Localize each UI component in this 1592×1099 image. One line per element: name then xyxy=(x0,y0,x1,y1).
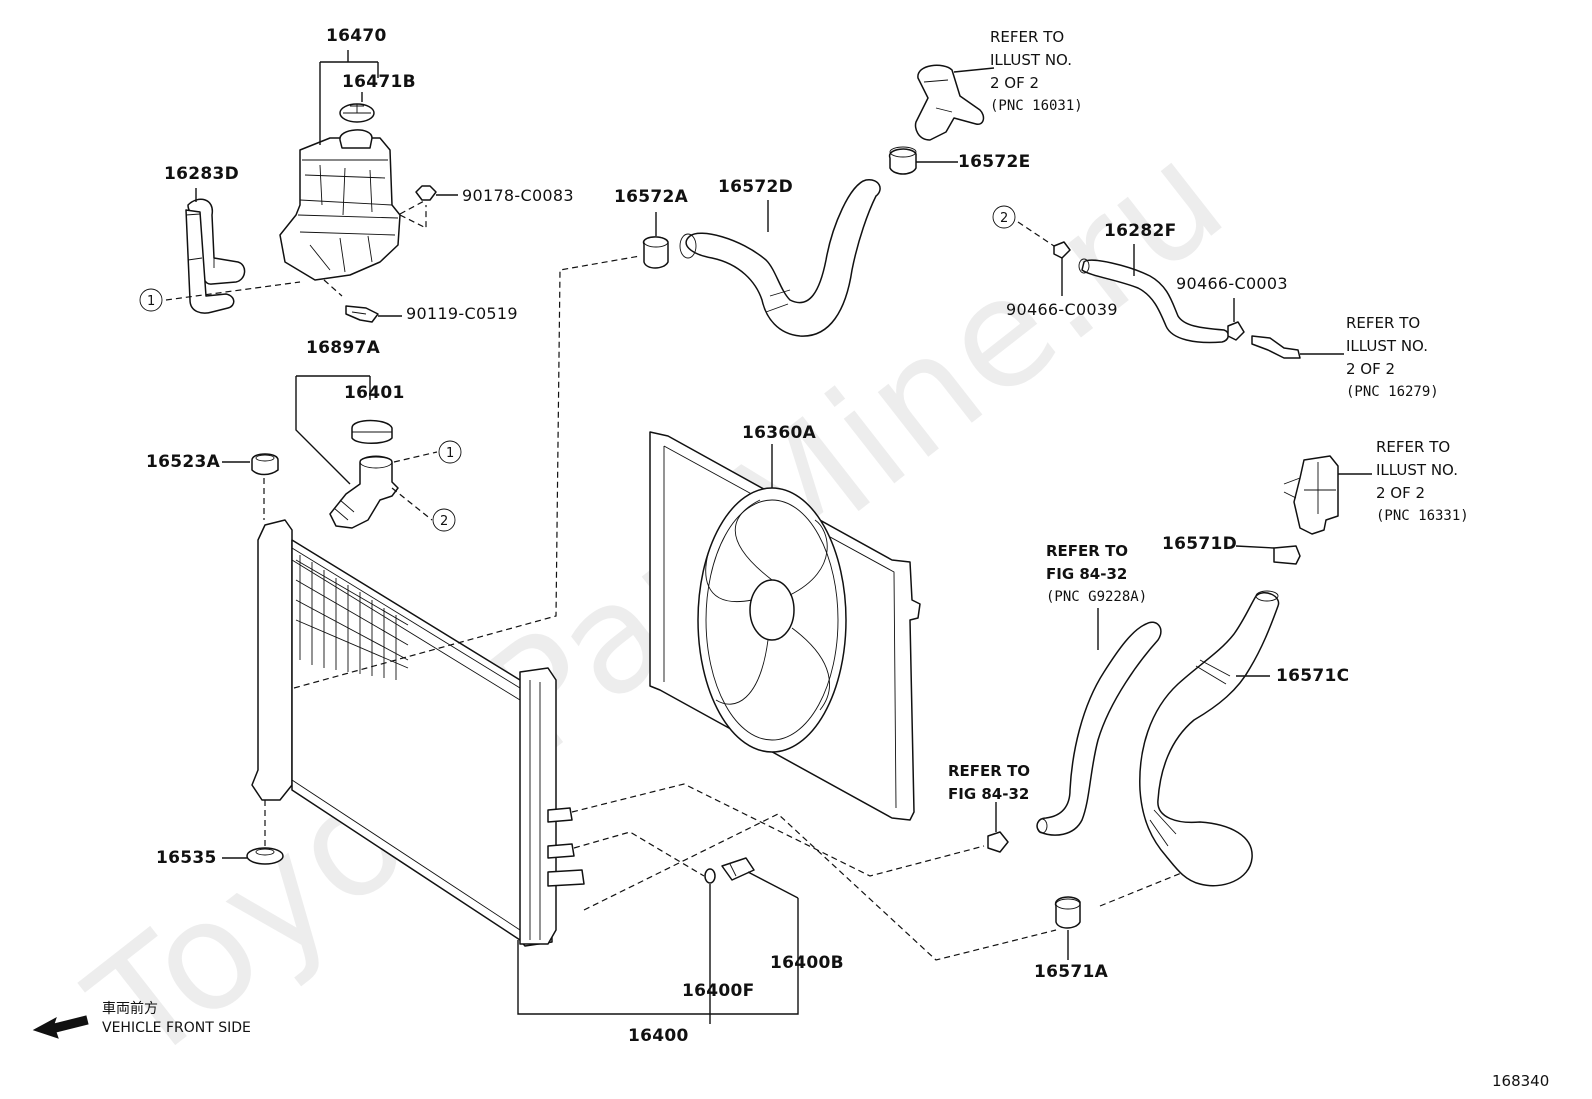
label-16571C: 16571C xyxy=(1276,666,1350,686)
hose-clamp-16572A xyxy=(642,236,669,269)
lower-hose xyxy=(1139,590,1280,887)
label-16470: 16470 xyxy=(326,26,387,46)
clip-90466-C0039 xyxy=(1053,241,1071,259)
front-side-japanese: 車両前方 xyxy=(102,1001,158,1017)
front-side-english: VEHICLE FRONT SIDE xyxy=(102,1020,251,1036)
radiator-assembly xyxy=(251,519,585,947)
svg-text:1: 1 xyxy=(446,446,454,461)
drain-cock xyxy=(721,857,755,881)
label-16282F: 16282F xyxy=(1104,221,1177,241)
front-arrow-icon xyxy=(32,1015,89,1039)
label-16400B: 16400B xyxy=(770,953,844,973)
label-90466-C0039: 90466-C0039 xyxy=(1006,300,1118,319)
label-16400F: 16400F xyxy=(682,981,755,1001)
label-16897A: 16897A xyxy=(306,338,381,358)
clip-90178 xyxy=(415,185,437,201)
upper-hose xyxy=(679,179,881,337)
label-16523A: 16523A xyxy=(146,452,221,472)
drain-o-ring xyxy=(704,868,716,884)
label-16571A: 16571A xyxy=(1034,962,1109,982)
heater-hose xyxy=(1036,621,1162,836)
svg-text:2: 2 xyxy=(440,514,448,529)
callout-2-neck: 2 xyxy=(432,508,456,532)
label-90119-C0519: 90119-C0519 xyxy=(406,304,518,323)
label-90178-C0083: 90178-C0083 xyxy=(462,186,574,205)
overflow-hose xyxy=(185,198,246,314)
callout-1-neck: 1 xyxy=(438,440,462,464)
thermostat-housing xyxy=(1283,455,1339,535)
hose-clamp-16572E xyxy=(889,146,917,175)
bypass-pipe xyxy=(1251,335,1301,359)
lower-bushing xyxy=(246,847,284,865)
bolt-90119 xyxy=(345,305,379,323)
radiator-cap xyxy=(351,419,393,444)
svg-text:2: 2 xyxy=(1000,211,1008,226)
reservoir-cap xyxy=(339,103,375,123)
diagram-number: 168340 xyxy=(1492,1072,1550,1090)
label-16535: 16535 xyxy=(156,848,217,868)
filler-neck xyxy=(329,455,399,529)
label-16283D: 16283D xyxy=(164,164,240,184)
label-90466-C0003: 90466-C0003 xyxy=(1176,274,1288,293)
label-16572A: 16572A xyxy=(614,187,689,207)
reservoir-tank xyxy=(279,129,401,281)
label-16572E: 16572E xyxy=(958,152,1031,172)
callout-2-bypass: 2 xyxy=(992,205,1016,229)
water-outlet xyxy=(914,64,985,141)
label-16572D: 16572D xyxy=(718,177,794,197)
fan-shroud xyxy=(649,431,921,821)
label-16400: 16400 xyxy=(628,1026,689,1046)
label-16360A: 16360A xyxy=(742,423,817,443)
hose-clamp-fig xyxy=(987,831,1009,853)
upper-bushing xyxy=(251,453,279,476)
label-16571D: 16571D xyxy=(1162,534,1238,554)
sensor-16571D xyxy=(1273,545,1301,565)
clip-90466-C0003 xyxy=(1227,321,1245,341)
hose-clamp-16571A xyxy=(1054,896,1081,929)
label-16471B: 16471B xyxy=(342,72,416,92)
callout-1-hose: 1 xyxy=(139,288,163,312)
bypass-hose xyxy=(1078,258,1229,344)
svg-text:1: 1 xyxy=(147,294,155,309)
label-16401: 16401 xyxy=(344,383,405,403)
